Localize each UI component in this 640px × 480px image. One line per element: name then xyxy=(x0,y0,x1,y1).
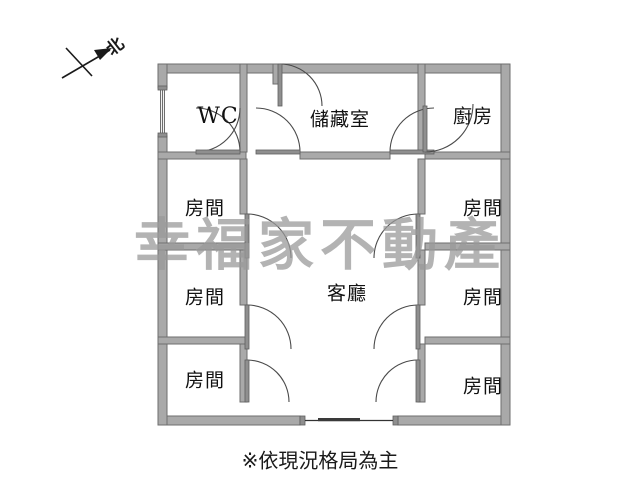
sliding-door-bottom xyxy=(299,415,399,426)
room-label-room-r2: 房間 xyxy=(462,286,504,309)
exterior-wall-bottom-left xyxy=(157,415,301,426)
room-label-storage: 儲藏室 xyxy=(309,108,371,131)
wall-right-h-kitchen-bottom xyxy=(424,151,511,160)
room-label-room-r1: 房間 xyxy=(462,197,504,220)
wall-v-right-b xyxy=(417,249,426,306)
door-kitchen xyxy=(422,103,474,153)
north-arrow-icon xyxy=(61,47,112,79)
room-label-room-r3: 房間 xyxy=(462,375,504,398)
wall-left-h-room2-bottom xyxy=(157,336,247,345)
door-wc-leaf xyxy=(195,107,241,155)
floor-plan-caption: ※依現況格局為主 xyxy=(241,448,399,473)
room-label-living: 客廳 xyxy=(326,282,368,305)
wall-left-h-room1-bottom xyxy=(157,242,247,251)
exterior-wall-left-lower xyxy=(157,135,168,426)
room-label-room-l3: 房間 xyxy=(184,369,226,392)
exterior-wall-top xyxy=(157,63,511,74)
door-room-r3 xyxy=(375,359,421,403)
wall-right-h-room1-bottom xyxy=(424,242,511,251)
wall-v-right-a xyxy=(417,158,426,215)
door-room-r2 xyxy=(373,304,421,350)
wall-right-h-room2-bottom xyxy=(424,336,511,345)
exterior-wall-left-upper xyxy=(157,63,168,89)
door-wc xyxy=(195,107,241,153)
door-room-l2 xyxy=(244,304,292,350)
door-room-l1 xyxy=(244,213,292,259)
door-room-r1 xyxy=(373,213,421,259)
wall-v-left-a xyxy=(239,158,248,215)
room-label-wc: WC xyxy=(197,104,239,129)
room-label-room-l1: 房間 xyxy=(184,197,226,220)
exterior-wall-bottom-right xyxy=(397,415,511,426)
door-room-l3 xyxy=(244,359,290,403)
door-storage-top xyxy=(277,63,323,107)
door-storage-bottom xyxy=(255,107,301,155)
room-label-room-l2: 房間 xyxy=(184,286,226,309)
wall-v-wc-right xyxy=(239,63,248,153)
wall-storage-bottom xyxy=(299,151,391,160)
wall-v-left-b xyxy=(239,249,248,306)
room-label-kitchen: 廚房 xyxy=(452,105,494,128)
window-left-wc xyxy=(157,85,168,138)
